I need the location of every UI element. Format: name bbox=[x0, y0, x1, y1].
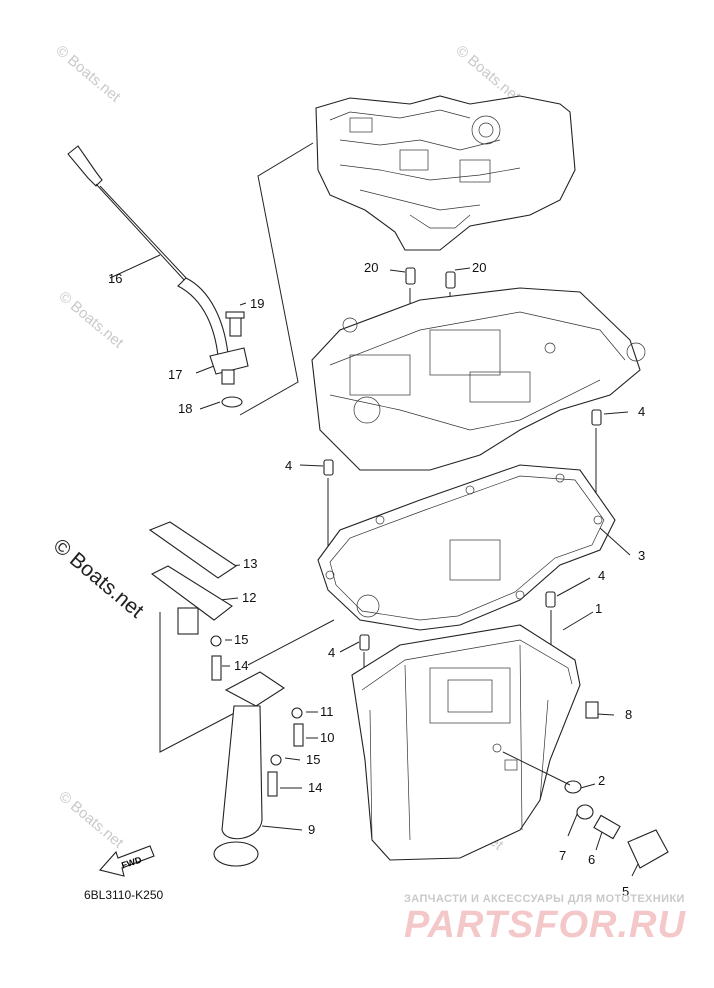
callout: 4 bbox=[285, 458, 292, 473]
callout: 8 bbox=[625, 707, 632, 722]
diagram-code: 6BL3110-K250 bbox=[84, 888, 164, 902]
callout: 19 bbox=[250, 296, 264, 311]
fwd-arrow-icon: FWD bbox=[98, 845, 155, 877]
watermark: © Boats.net bbox=[52, 42, 124, 106]
watermark: © Boats.net bbox=[55, 288, 127, 352]
gasket bbox=[317, 464, 616, 631]
callout: 7 bbox=[559, 848, 566, 863]
oil-pan bbox=[351, 624, 581, 861]
callout: 9 bbox=[308, 822, 315, 837]
drain-parts bbox=[502, 701, 669, 869]
callout: 20 bbox=[364, 260, 378, 275]
callout: 1 bbox=[595, 601, 602, 616]
callout-labels: 1 2 3 4 4 4 4 5 6 7 8 9 10 11 12 13 14 1… bbox=[108, 260, 645, 899]
callout: 14 bbox=[308, 780, 322, 795]
callout: 2 bbox=[598, 773, 605, 788]
callout: 20 bbox=[472, 260, 486, 275]
dipstick bbox=[67, 145, 189, 283]
callout: 4 bbox=[598, 568, 605, 583]
exhaust-guide bbox=[311, 287, 646, 471]
callout: 17 bbox=[168, 367, 182, 382]
callout: 10 bbox=[320, 730, 334, 745]
callout: 12 bbox=[242, 590, 256, 605]
watermark: © Boats.net bbox=[55, 788, 127, 852]
callout: 4 bbox=[638, 404, 645, 419]
callout: 15 bbox=[306, 752, 320, 767]
brand-tagline: ЗАПЧАСТИ И АКСЕССУАРЫ ДЛЯ МОТОТЕХНИКИ bbox=[404, 893, 685, 905]
callout: 18 bbox=[178, 401, 192, 416]
oil-strainer-assembly bbox=[148, 521, 304, 867]
callout: 4 bbox=[328, 645, 335, 660]
leader-lines bbox=[109, 254, 641, 877]
watermark-large: © Boats.net bbox=[49, 534, 148, 622]
callout: 11 bbox=[320, 704, 334, 719]
callout: 6 bbox=[588, 852, 595, 867]
callout: 3 bbox=[638, 548, 645, 563]
dowel-pin-4 bbox=[323, 409, 602, 690]
callout: 13 bbox=[243, 556, 257, 571]
callout: 15 bbox=[234, 632, 248, 647]
callout: 5 bbox=[622, 884, 629, 899]
brand-logo: PARTSFOR.RU bbox=[404, 904, 686, 946]
callout: 14 bbox=[234, 658, 248, 673]
callout: 16 bbox=[108, 271, 122, 286]
dipstick-guide bbox=[177, 277, 249, 408]
engine-block bbox=[315, 95, 576, 251]
